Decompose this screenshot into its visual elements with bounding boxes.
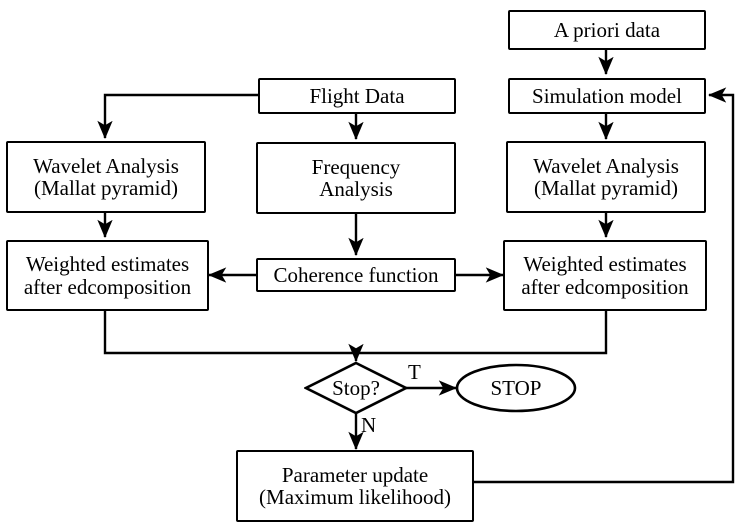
node-label-line2: after edcomposition (23, 274, 192, 299)
node-label-line2: (Mallat pyramid) (533, 176, 679, 200)
node-stop-decision[interactable]: Stop? (304, 361, 408, 415)
node-label: Coherence function (273, 262, 439, 287)
node-weighted-estimates-right[interactable]: Weighted estimates after edcomposition (503, 240, 707, 311)
edge-feedback-to-simulation (473, 87, 735, 484)
node-label: A priori data (553, 17, 661, 42)
node-stop-terminal[interactable]: STOP (455, 363, 577, 413)
node-label: Flight Data (309, 83, 405, 108)
node-label-line1: Weighted estimates (25, 252, 190, 277)
node-label-line1: Weighted estimates (523, 252, 687, 277)
edge-flightdata-to-wavelet-left (97, 93, 258, 139)
node-label-line1: Frequency (311, 154, 401, 179)
edge-label-true: T (408, 360, 421, 384)
edge-weighted-right-to-bus (356, 311, 608, 355)
edge-label-false: N (361, 413, 377, 437)
node-label-line2: (Maximum likelihood) (259, 485, 451, 509)
node-label-line1: Parameter update (281, 462, 429, 487)
node-label-line2: (Mallat pyramid) (33, 176, 179, 200)
node-a-priori-data[interactable]: A priori data (508, 10, 706, 50)
node-weighted-estimates-left[interactable]: Weighted estimates after edcomposition (6, 240, 209, 311)
node-simulation-model[interactable]: Simulation model (508, 78, 706, 114)
node-label-line2: Analysis (319, 177, 393, 201)
node-frequency-analysis[interactable]: Frequency Analysis (256, 142, 456, 214)
node-label: Simulation model (532, 83, 682, 108)
node-label: STOP (490, 375, 542, 400)
node-label-line1: Wavelet Analysis (33, 153, 179, 178)
node-label: Stop? (332, 375, 380, 400)
node-parameter-update[interactable]: Parameter update (Maximum likelihood) (236, 450, 474, 522)
node-label-line2: after edcomposition (521, 274, 689, 299)
node-flight-data[interactable]: Flight Data (258, 78, 456, 114)
edge-weighted-left-to-bus (103, 311, 356, 355)
node-wavelet-analysis-right[interactable]: Wavelet Analysis (Mallat pyramid) (506, 141, 706, 213)
node-wavelet-analysis-left[interactable]: Wavelet Analysis (Mallat pyramid) (6, 141, 206, 213)
node-coherence-function[interactable]: Coherence function (256, 258, 456, 292)
node-label-line1: Wavelet Analysis (533, 153, 679, 178)
